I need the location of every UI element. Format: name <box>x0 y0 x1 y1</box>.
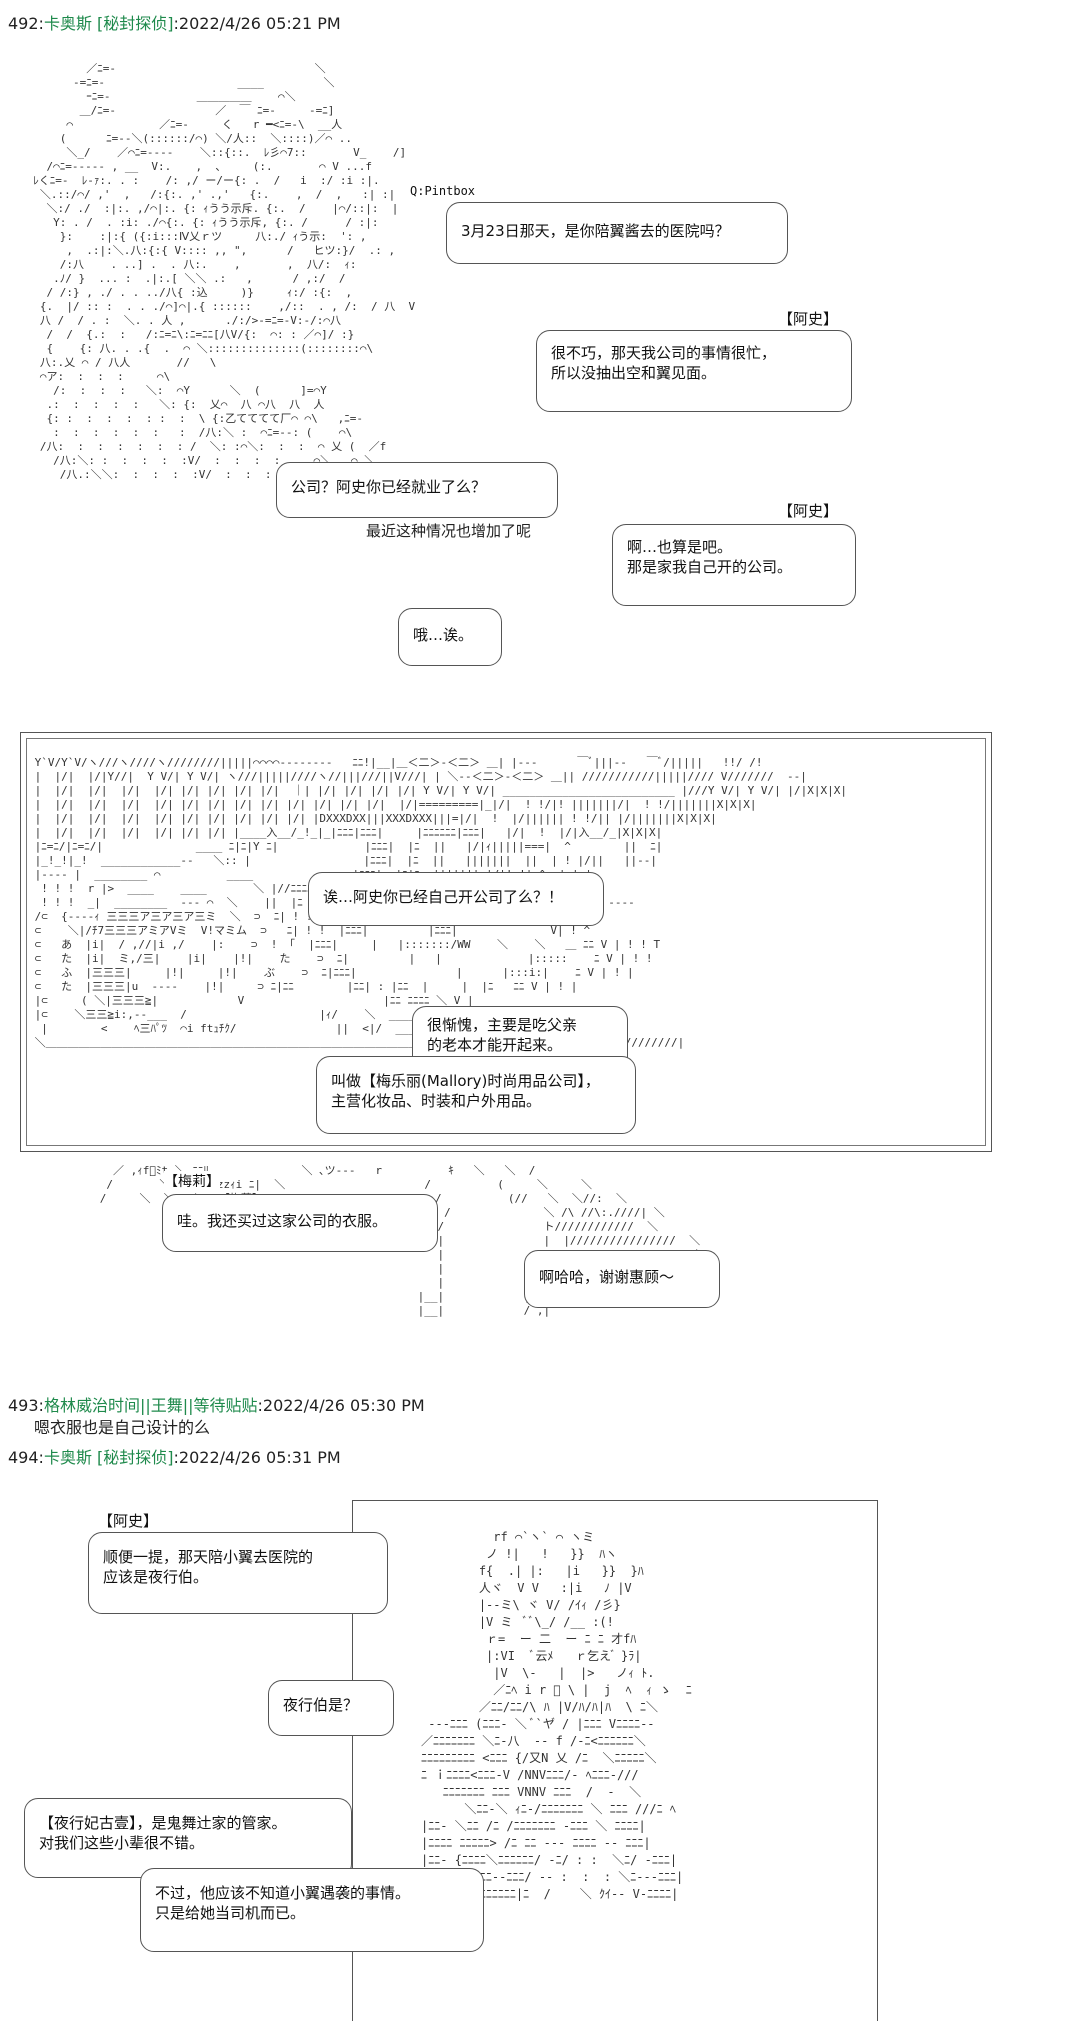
poster-name[interactable]: 卡奥斯 [秘封探侦] <box>43 1448 174 1467</box>
post-header-492: 492:卡奥斯 [秘封探侦]:2022/4/26 05:21 PM <box>8 10 341 34</box>
bubble-p2-3: 叫做【梅乐丽(Mallory)时尚用品公司】， 主营化妆品、时装和户外用品。 <box>316 1056 636 1134</box>
bubble-line: 所以没抽出空和翼见面。 <box>551 364 717 382</box>
panel-frame-2 <box>20 732 992 1152</box>
post-date: :2022/4/26 05:21 PM <box>173 14 341 33</box>
bubble-line: 对我们这些小辈很不错。 <box>39 1834 205 1852</box>
bubble-p2-4: 哇。我还买过这家公司的衣服。 <box>162 1194 438 1252</box>
bubble-line: 啊…也算是吧。 <box>627 538 733 556</box>
bubble-text: 3月23日那天，是你陪翼酱去的医院吗？ <box>461 222 730 240</box>
bubble-line: 很不巧，那天我公司的事情很忙， <box>551 344 777 362</box>
panel-frame-3 <box>352 1500 878 2021</box>
bubble-line: 只是给她当司机而已。 <box>155 1904 306 1922</box>
bubble-line: 主营化妆品、时装和户外用品。 <box>331 1092 542 1110</box>
bubble-text: 夜行伯是？ <box>283 1696 359 1714</box>
speaker-label: 【梅莉】 <box>164 1171 220 1191</box>
pintbox-tag: Q:Pintbox <box>410 184 476 198</box>
bubble-p3-2: 夜行伯是？ <box>268 1680 394 1736</box>
bubble-6: 哦…诶。 <box>398 608 502 666</box>
bubble-line: 顺便一提，那天陪小翼去医院的 <box>103 1548 314 1566</box>
bubble-line: 不过，他应该不知道小翼遇袭的事情。 <box>155 1884 411 1902</box>
post-header-493: 493:格林威治时间||王舞||等待贴贴:2022/4/26 05:30 PM <box>8 1392 425 1416</box>
poster-name[interactable]: 卡奥斯 [秘封探侦] <box>43 14 174 33</box>
post-number: 494: <box>8 1448 44 1467</box>
post-number: 492: <box>8 14 44 33</box>
bubble-p2-5: 啊哈哈，谢谢惠顾～ <box>524 1250 720 1308</box>
bubble-text: 公司？阿史你已经就业了么？ <box>291 478 487 496</box>
bubble-1: 3月23日那天，是你陪翼酱去的医院吗？ <box>446 202 788 264</box>
bubble-p2-1: 诶…阿史你已经自己开公司了么？！ <box>308 872 604 926</box>
post-body-493: 嗯衣服也是自己设计的么 <box>34 1418 211 1437</box>
bubble-line: 的老本才能开起来。 <box>427 1036 563 1054</box>
ascii-art-panel3: rf ⌒`ヽ` ⌒ ヽミ ノ !| ! }} ﾊヽ f{ .| |: |i }}… <box>421 1530 692 1901</box>
bubble-text: 啊哈哈，谢谢惠顾～ <box>539 1268 675 1286</box>
bubble-text: 哇。我还买过这家公司的衣服。 <box>177 1212 388 1230</box>
speaker-label: 【阿史】 <box>778 502 839 520</box>
bubble-3: 公司？阿史你已经就业了么？ <box>276 462 558 518</box>
bubble-p3-1: 顺便一提，那天陪小翼去医院的 应该是夜行伯。 <box>88 1532 388 1614</box>
post-header-494: 494:卡奥斯 [秘封探侦]:2022/4/26 05:31 PM <box>8 1444 341 1468</box>
post-date: :2022/4/26 05:31 PM <box>173 1448 341 1467</box>
panel-frame-2-inner <box>26 738 986 1146</box>
bubble-line: 叫做【梅乐丽(Mallory)时尚用品公司】， <box>331 1072 600 1090</box>
bubble-text: 哦…诶。 <box>413 626 474 644</box>
bubble-p3-3: 【夜行妃古壹】，是鬼舞辻家的管家。 对我们这些小辈很不错。 <box>24 1798 352 1878</box>
bubble-2: 很不巧，那天我公司的事情很忙， 所以没抽出空和翼见面。 <box>536 330 852 412</box>
bubble-line: 那是家我自己开的公司。 <box>627 558 793 576</box>
narration-text: 最近这种情况也增加了呢 <box>366 520 532 541</box>
speaker-label: 【阿史】 <box>778 310 839 328</box>
bubble-5: 啊…也算是吧。 那是家我自己开的公司。 <box>612 524 856 606</box>
poster-name[interactable]: 格林威治时间||王舞||等待贴贴 <box>43 1396 258 1415</box>
ascii-art-panel1: ／ﾆ=- ＼ -=ﾆ=- ____ ＼ ｰﾆ=- ＿＿＿＿＿ ⌒＼ ＿/ﾆ=- … <box>33 62 432 481</box>
bubble-line: 【夜行妃古壹】，是鬼舞辻家的管家。 <box>39 1814 287 1832</box>
bubble-text: 诶…阿史你已经自己开公司了么？！ <box>323 888 564 906</box>
bubble-line: 很惭愧，主要是吃父亲 <box>427 1016 578 1034</box>
bubble-p3-4: 不过，他应该不知道小翼遇袭的事情。 只是给她当司机而已。 <box>140 1868 484 1952</box>
post-date: :2022/4/26 05:30 PM <box>257 1396 425 1415</box>
bubble-line: 应该是夜行伯。 <box>103 1568 209 1586</box>
post-number: 493: <box>8 1396 44 1415</box>
speaker-label: 【阿史】 <box>98 1512 159 1530</box>
